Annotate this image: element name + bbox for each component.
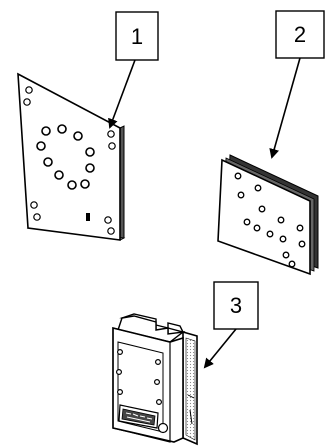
callout-arrow-1	[108, 59, 136, 129]
callout-box-3: 3	[213, 281, 259, 330]
callout-label-3: 3	[230, 293, 242, 318]
block-connector-part	[112, 313, 198, 446]
callout-label-1: 1	[131, 24, 143, 49]
callout-label-2: 2	[294, 22, 306, 47]
callout-box-2: 2	[275, 10, 325, 59]
callout-arrow-2	[269, 57, 301, 159]
callout-arrows	[108, 57, 301, 369]
square-plate-part	[17, 72, 126, 241]
rectangular-plate-part	[217, 154, 319, 276]
connector-label-plate	[118, 404, 169, 434]
callout-arrow-3	[203, 328, 237, 369]
callout-box-1: 1	[115, 11, 159, 61]
